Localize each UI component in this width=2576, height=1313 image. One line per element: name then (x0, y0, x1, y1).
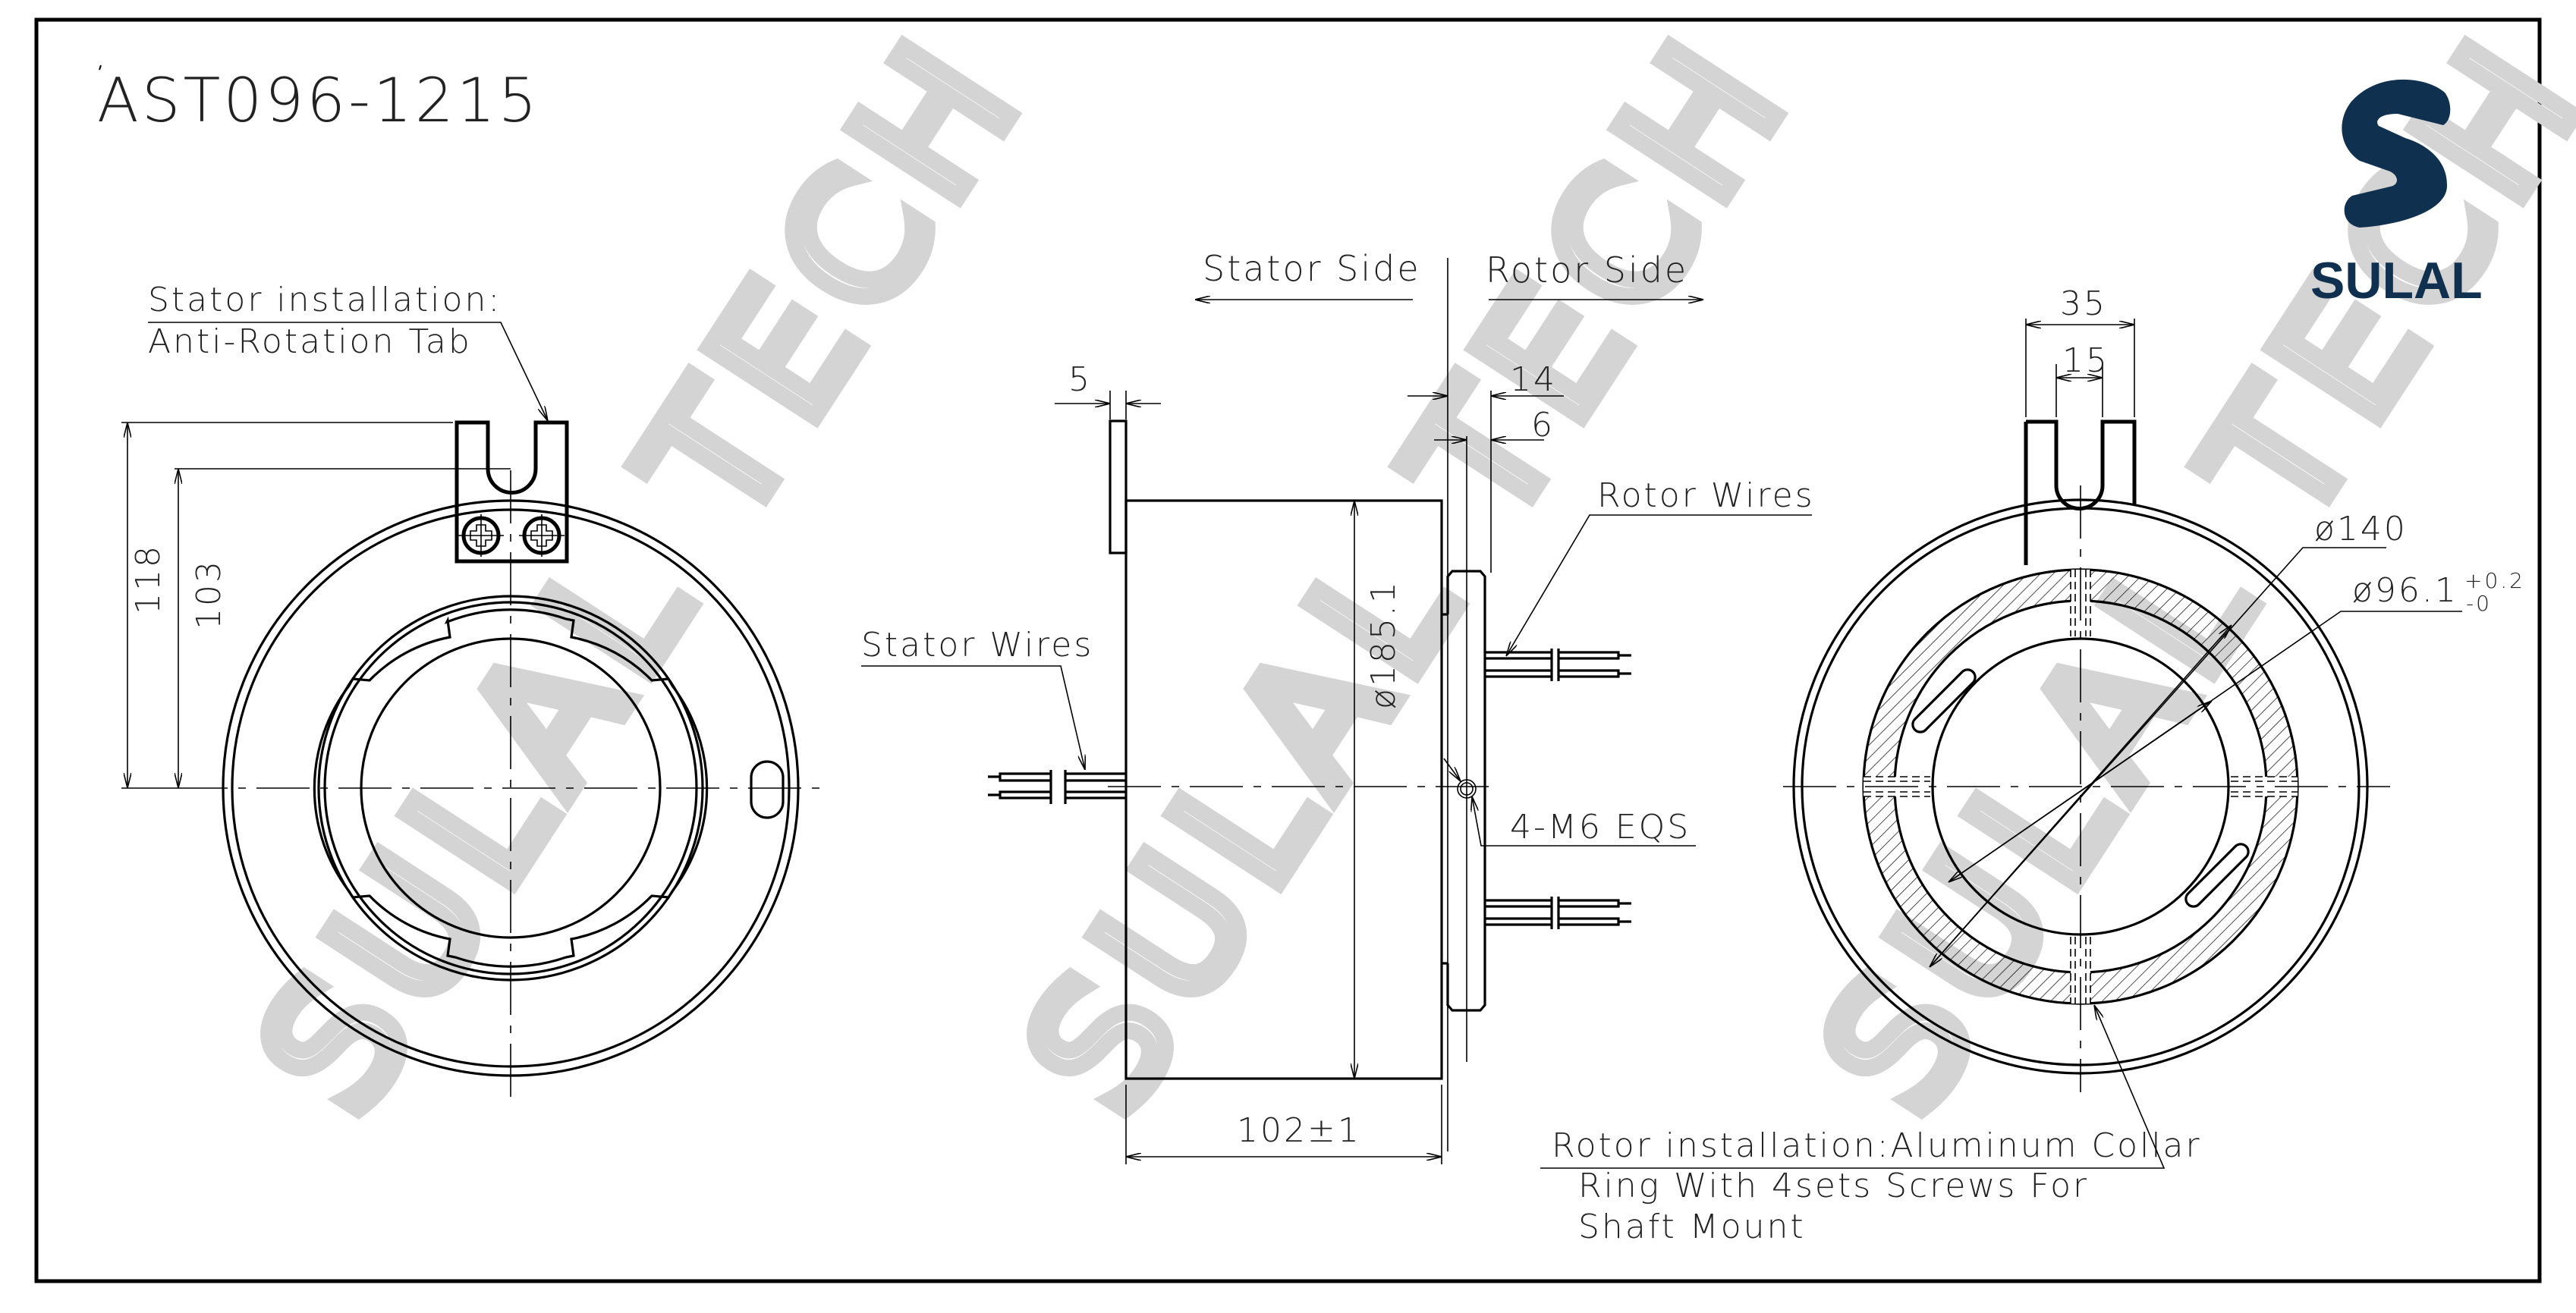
dim-diameter-140: ø140 (2314, 510, 2408, 548)
svg-text:SULAL TECH: SULAL TECH (988, 1, 1829, 1145)
logo-s-icon (2342, 79, 2451, 228)
side-view: Stator Side Rotor Side 5 14 6 ø185.1 (861, 248, 1815, 1164)
rotor-wires-label: Rotor Wires (1597, 476, 1815, 515)
dim-length-102: 102±1 (1237, 1111, 1361, 1150)
screw-icon (519, 514, 565, 557)
dim-6: 6 (1531, 406, 1555, 444)
anti-rotation-tab-label: Anti-Rotation Tab (148, 322, 472, 361)
watermark-left: SULAL TECH (213, 0, 1071, 1154)
rotor-wires-lower (1485, 897, 1631, 929)
dim-14: 14 (1510, 360, 1557, 399)
svg-text:SULAL TECH: SULAL TECH (222, 1, 1063, 1145)
dim-diameter-96: ø96.1 (2352, 571, 2458, 610)
stator-wires (988, 770, 1126, 804)
dim-tol-lower: -0 (2466, 591, 2492, 616)
rotor-installation-label-line2: Ring With 4sets Screws For (1578, 1167, 2089, 1205)
anti-rotation-leader (148, 322, 548, 421)
watermark-middle: SULAL TECH (980, 0, 1838, 1154)
dim-103: 103 (190, 559, 228, 630)
screw-icon (458, 514, 504, 557)
screws-label: 4-M6 EQS (1510, 808, 1691, 847)
brand-name: SULAL (2310, 252, 2483, 309)
m6-screw-hole (1457, 779, 1477, 799)
brand-logo: SULAL (2310, 79, 2483, 309)
rotor-installation-label-line1: Rotor installation:Aluminum Collar (1552, 1126, 2202, 1165)
dim-5: 5 (1068, 360, 1092, 399)
rotor-side-label: Rotor Side (1486, 250, 1688, 291)
title-tick-mark (99, 64, 102, 71)
rotor-flange (1446, 570, 1486, 1012)
dim-tol-upper: +0.2 (2464, 568, 2525, 593)
drawing-border (34, 17, 2542, 1283)
stator-side-label: Stator Side (1203, 248, 1421, 289)
rotor-wires-upper (1485, 649, 1631, 681)
rotor-installation-label-line3: Shaft Mount (1578, 1208, 1806, 1246)
dim-118: 118 (129, 544, 168, 614)
dim-15: 15 (2062, 341, 2109, 380)
stator-flange (1109, 419, 1128, 554)
stator-installation-label: Stator installation: (148, 281, 502, 319)
dim-35: 35 (2060, 284, 2107, 323)
left-view: Stator installation: Anti-Rotation Tab (121, 281, 823, 1107)
anti-rotation-tab (454, 420, 569, 564)
dim-diameter-185: ø185.1 (1364, 580, 1403, 709)
model-number-title: AST096-1215 (97, 65, 540, 136)
slip-ring-body (1124, 499, 1443, 1080)
keyed-ring (313, 608, 709, 968)
stator-wires-label: Stator Wires (861, 626, 1093, 664)
